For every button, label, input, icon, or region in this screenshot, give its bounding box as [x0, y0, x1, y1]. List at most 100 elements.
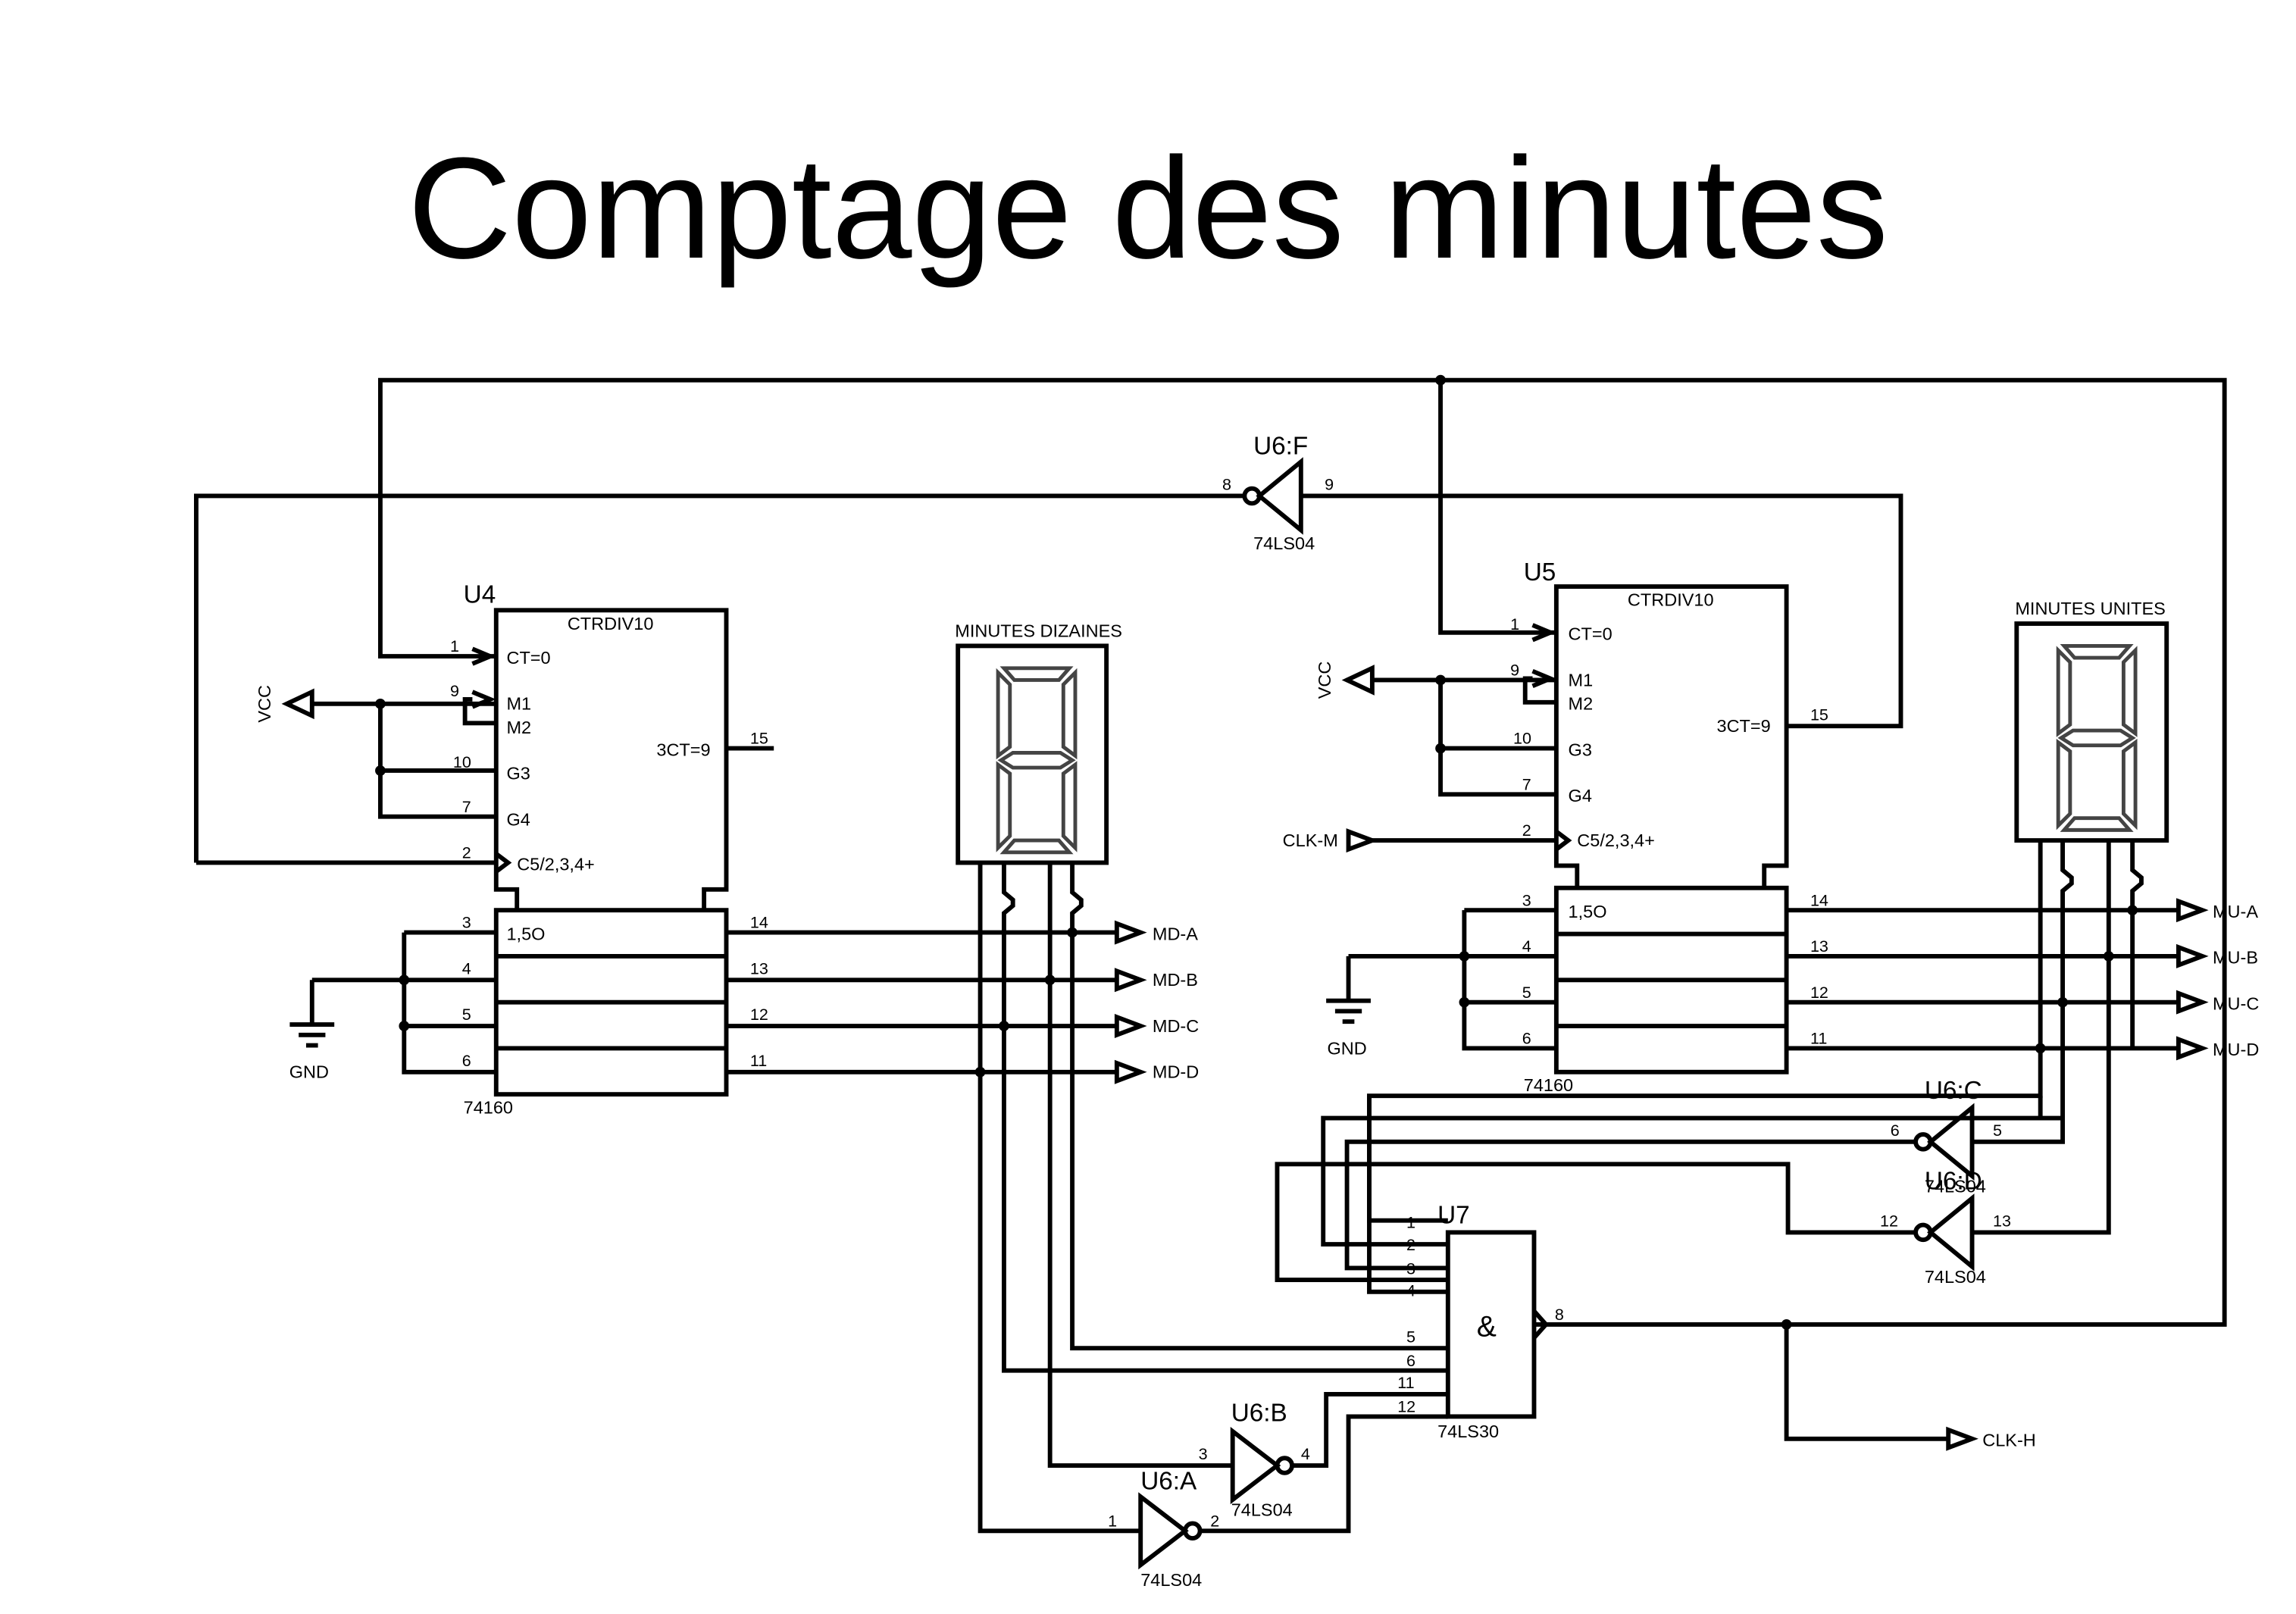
mu-b-label: MU-B [2213, 948, 2258, 968]
u4-func: CTRDIV10 [568, 614, 654, 633]
u6c-ref: U6:C [1925, 1077, 1982, 1105]
u5-pin-ct0: 1 [1510, 615, 1519, 633]
u5-label-m2: M2 [1569, 694, 1594, 714]
u5-pin-m: 9 [1510, 661, 1519, 680]
mu-c-label: MU-C [2213, 993, 2259, 1013]
clk-h-label: CLK-H [1982, 1431, 2036, 1450]
u6f-pin-in: 9 [1325, 475, 1334, 494]
u6d-ref: U6:D [1925, 1168, 1982, 1196]
u4-pin-m: 9 [450, 681, 459, 700]
md-b-label: MD-B [1153, 970, 1198, 990]
u5-pin-o3: 12 [1810, 983, 1828, 1002]
counter-u4: U4 CTRDIV10 CT=0 M1 M2 G3 G4 C5/2,3,4+ 3… [450, 581, 768, 1118]
mu-d-label: MU-D [2213, 1040, 2259, 1059]
u4-pin-o4: 11 [750, 1051, 767, 1070]
u6d-pin-in: 13 [1993, 1212, 2011, 1231]
gnd-symbol-u4: GND [289, 1022, 335, 1082]
u6b-pin-in: 3 [1199, 1444, 1208, 1463]
u5-label-q: 1,5O [1569, 902, 1607, 921]
u4-pin-q3: 5 [462, 1005, 471, 1024]
page-title: Comptage des minutes [408, 128, 1888, 289]
u7-pin-6: 6 [1406, 1351, 1415, 1370]
md-a-label: MD-A [1153, 924, 1198, 943]
u7-pin-12: 12 [1397, 1397, 1415, 1416]
u4-pin-ct0: 1 [450, 637, 459, 655]
u6f-pin-out: 8 [1222, 475, 1231, 494]
u7-pin-11: 11 [1397, 1373, 1414, 1392]
clk-h-port: CLK-H [1946, 1426, 2036, 1451]
inverter-u6c: U6:C 6 5 74LS04 [1344, 1077, 2002, 1271]
mu-ports: MU-A MU-B MU-C MU-D [2176, 898, 2259, 1061]
u5-label-ct0: CT=0 [1569, 624, 1613, 644]
gnd-label-u4: GND [289, 1062, 329, 1082]
u4-pin-o3: 12 [750, 1005, 768, 1024]
u6a-pin-in: 1 [1108, 1511, 1117, 1530]
nand-u7: U7 & 74LS30 1 2 3 4 5 6 11 12 8 [1397, 1202, 1949, 1441]
md-d-label: MD-D [1153, 1062, 1199, 1082]
u6b-part: 74LS04 [1231, 1500, 1293, 1520]
u7-part: 74LS30 [1437, 1422, 1499, 1441]
u5-pin-o4: 11 [1810, 1029, 1827, 1048]
u6c-pin-in: 5 [1993, 1121, 2002, 1140]
u4-label-q: 1,5O [506, 924, 545, 943]
u4-part: 74160 [464, 1098, 513, 1118]
u6a-pin-out: 2 [1210, 1511, 1219, 1530]
clk-m-label: CLK-M [1283, 830, 1338, 850]
md-c-label: MD-C [1153, 1016, 1199, 1036]
md-ports: MD-A MD-B MD-C MD-D [1114, 920, 1199, 1084]
u5-label-tc: 3CT=9 [1716, 716, 1770, 736]
u6a-part: 74LS04 [1140, 1570, 1202, 1590]
u5-ref: U5 [1524, 558, 1556, 586]
u5-pin-g3: 10 [1513, 729, 1531, 748]
u5-pin-o1: 14 [1810, 890, 1828, 909]
u4-pin-o1: 14 [750, 913, 768, 932]
u7-pin-5: 5 [1406, 1327, 1415, 1346]
u4-label-g3: G3 [506, 764, 530, 784]
u5-part: 74160 [1524, 1075, 1573, 1095]
mu-a-label: MU-A [2213, 902, 2258, 921]
u6f-ref: U6:F [1253, 433, 1308, 461]
u5-pin-tc: 15 [1810, 705, 1828, 724]
u6a-ref: U6:A [1140, 1467, 1197, 1495]
vcc-port-u4: VCC [255, 685, 314, 723]
u4-pin-q1: 3 [462, 913, 471, 932]
u5-pin-q2: 4 [1522, 937, 1531, 956]
u5-wiring [1346, 380, 2179, 1051]
vcc-port-u5: VCC [1315, 662, 1375, 699]
u5-pin-o2: 13 [1810, 937, 1828, 956]
u7-pin-2: 2 [1406, 1235, 1415, 1254]
vcc-label-u4: VCC [255, 685, 274, 723]
gnd-symbol-u5: GND [1326, 998, 1371, 1058]
u7-pin-3: 3 [1406, 1259, 1415, 1278]
u4-pin-g4: 7 [462, 797, 471, 816]
u6d-pin-out: 12 [1880, 1212, 1898, 1231]
display-minutes-dizaines: MINUTES DIZAINES [955, 621, 1448, 1534]
u4-label-g4: G4 [506, 809, 530, 829]
disp-uni-label: MINUTES UNITES [2015, 599, 2165, 618]
inverter-u6f: U6:F 8 9 74LS04 [1222, 433, 1903, 729]
u5-pin-q4: 6 [1522, 1029, 1531, 1048]
u6f-part: 74LS04 [1253, 533, 1315, 553]
u7-ref: U7 [1437, 1202, 1470, 1230]
u4-ref: U4 [464, 581, 496, 609]
u4-label-m2: M2 [506, 718, 531, 737]
u5-pin-q3: 5 [1522, 983, 1531, 1002]
disp-diz-label: MINUTES DIZAINES [955, 621, 1122, 641]
u4-label-ct0: CT=0 [506, 648, 550, 668]
u5-label-clk: C5/2,3,4+ [1577, 830, 1655, 850]
u6b-ref: U6:B [1231, 1399, 1287, 1427]
inverter-u6a: U6:A 1 2 74LS04 [1108, 1414, 1448, 1590]
u4-pin-o2: 13 [750, 959, 768, 977]
u4-pin-g3: 10 [453, 752, 471, 771]
u6c-pin-out: 6 [1891, 1121, 1900, 1140]
u5-label-g4: G4 [1569, 786, 1592, 805]
u4-label-tc: 3CT=9 [656, 740, 710, 759]
u4-pin-tc: 15 [750, 729, 768, 748]
u6c-part: 74LS04 [1925, 1176, 1986, 1196]
u6d-part: 74LS04 [1925, 1267, 1986, 1287]
u7-pin-4: 4 [1406, 1281, 1415, 1300]
inverter-u6d: U6:D 12 13 74LS04 [1275, 1096, 2063, 1294]
u4-wiring [194, 374, 2227, 1327]
u7-pin-out: 8 [1555, 1305, 1564, 1324]
